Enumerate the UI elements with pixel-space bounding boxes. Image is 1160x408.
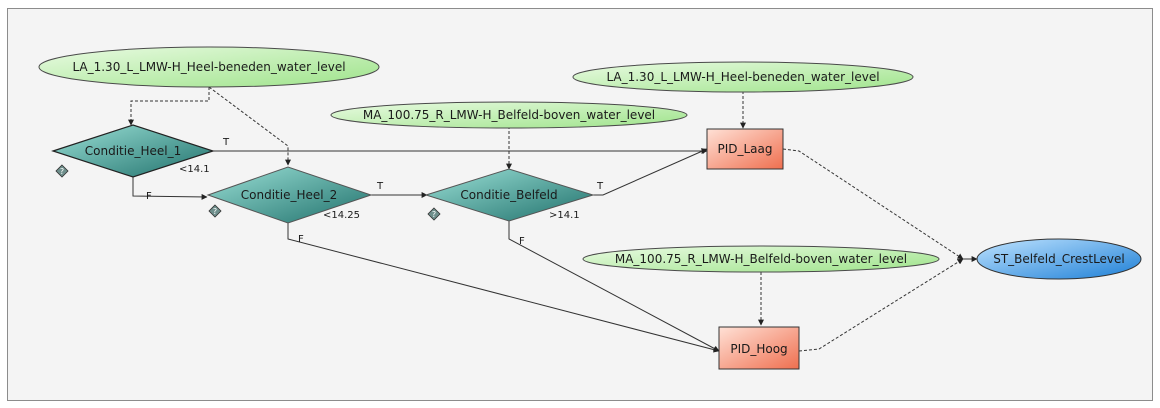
node-ts1-label: LA_1.30_L_LMW-H_Heel-beneden_water_level xyxy=(72,60,345,74)
edge-label-c1-false: F xyxy=(146,191,152,202)
edge-label-c2-false: F xyxy=(298,234,304,245)
edge-label-c2-thresh: <14.25 xyxy=(323,210,360,221)
node-ts4[interactable]: MA_100.75_R_LMW-H_Belfeld-boven_water_le… xyxy=(582,245,940,273)
edge-label-c2-true: T xyxy=(376,181,384,192)
node-cond2[interactable]: Conditie_Heel_2 xyxy=(206,166,373,224)
node-ts3[interactable]: LA_1.30_L_LMW-H_Heel-beneden_water_level xyxy=(572,61,914,93)
edge-label-c1-thresh: <14.1 xyxy=(179,164,210,175)
node-pid-hoog[interactable]: PID_Hoog xyxy=(718,326,800,370)
edge-ts1-to-cond1 xyxy=(128,87,210,126)
edge-cond1-false xyxy=(132,177,208,200)
diagram-canvas: T <14.1 F T <14.25 F T >14.1 F LA_1.30_L… xyxy=(7,8,1153,401)
node-cond3[interactable]: Conditie_Belfeld xyxy=(424,168,595,222)
node-cond2-label: Conditie_Heel_2 xyxy=(241,188,337,202)
node-ts4-label: MA_100.75_R_LMW-H_Belfeld-boven_water_le… xyxy=(615,252,907,266)
node-pid-laag-label: PID_Laag xyxy=(717,142,772,156)
node-cond1-label: Conditie_Heel_1 xyxy=(85,144,181,158)
svg-text:?: ? xyxy=(432,210,436,219)
edge-pidlaag-to-output xyxy=(782,148,964,260)
svg-text:?: ? xyxy=(213,207,217,216)
node-cond3-label: Conditie_Belfeld xyxy=(460,188,557,202)
edge-label-c3-true: T xyxy=(596,181,604,192)
node-cond1[interactable]: Conditie_Heel_1 xyxy=(51,124,215,178)
node-pid-laag[interactable]: PID_Laag xyxy=(706,128,784,170)
help-icon[interactable]: ? xyxy=(55,164,69,178)
edge-label-c3-false: F xyxy=(519,236,525,247)
flow-diagram: T <14.1 F T <14.25 F T >14.1 F LA_1.30_L… xyxy=(38,46,1142,370)
edge-pidhoog-to-output xyxy=(798,258,964,352)
edge-cond3-true xyxy=(593,148,708,196)
help-icon[interactable]: ? xyxy=(208,204,222,218)
edge-label-c3-thresh: >14.1 xyxy=(549,210,580,221)
node-pid-hoog-label: PID_Hoog xyxy=(730,342,787,356)
node-ts2[interactable]: MA_100.75_R_LMW-H_Belfeld-boven_water_le… xyxy=(330,101,688,129)
edge-label-c1-true: T xyxy=(222,137,230,148)
node-output[interactable]: ST_Belfeld_CrestLevel xyxy=(976,238,1142,280)
node-ts3-label: LA_1.30_L_LMW-H_Heel-beneden_water_level xyxy=(606,70,879,84)
help-icon[interactable]: ? xyxy=(427,207,441,221)
edge-ts1-to-cond2 xyxy=(208,86,291,166)
node-ts2-label: MA_100.75_R_LMW-H_Belfeld-boven_water_le… xyxy=(363,108,655,122)
edge-cond3-false xyxy=(508,221,720,352)
edge-cond2-false xyxy=(287,223,720,353)
node-output-label: ST_Belfeld_CrestLevel xyxy=(993,252,1125,266)
node-ts1[interactable]: LA_1.30_L_LMW-H_Heel-beneden_water_level xyxy=(38,46,380,88)
svg-text:?: ? xyxy=(60,167,64,176)
